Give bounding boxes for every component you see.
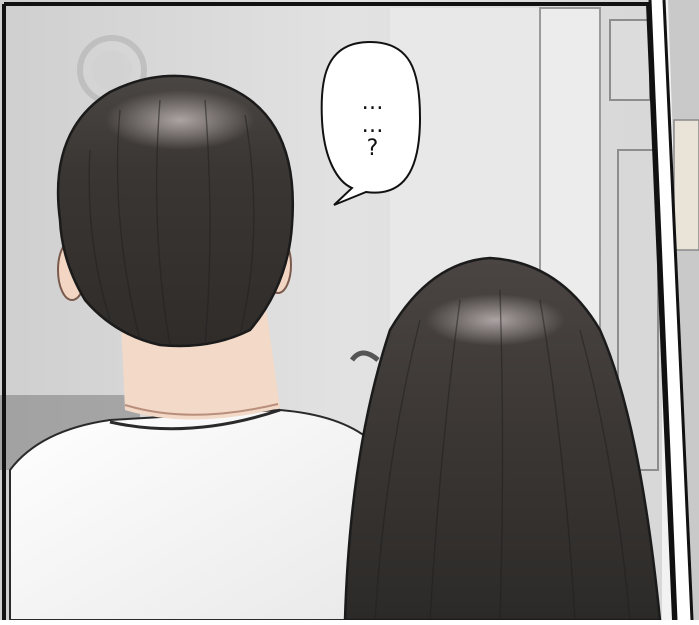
panel-gutter [650,0,692,620]
man-shirt [9,408,382,621]
woman-hair-shine [425,294,565,346]
door-handle [349,350,380,362]
man-hair-shine [105,90,255,150]
speech-bubble-text: ……? [360,89,385,159]
man-hair [56,74,294,348]
panel-border [4,2,676,621]
speech-bubble [320,40,422,206]
